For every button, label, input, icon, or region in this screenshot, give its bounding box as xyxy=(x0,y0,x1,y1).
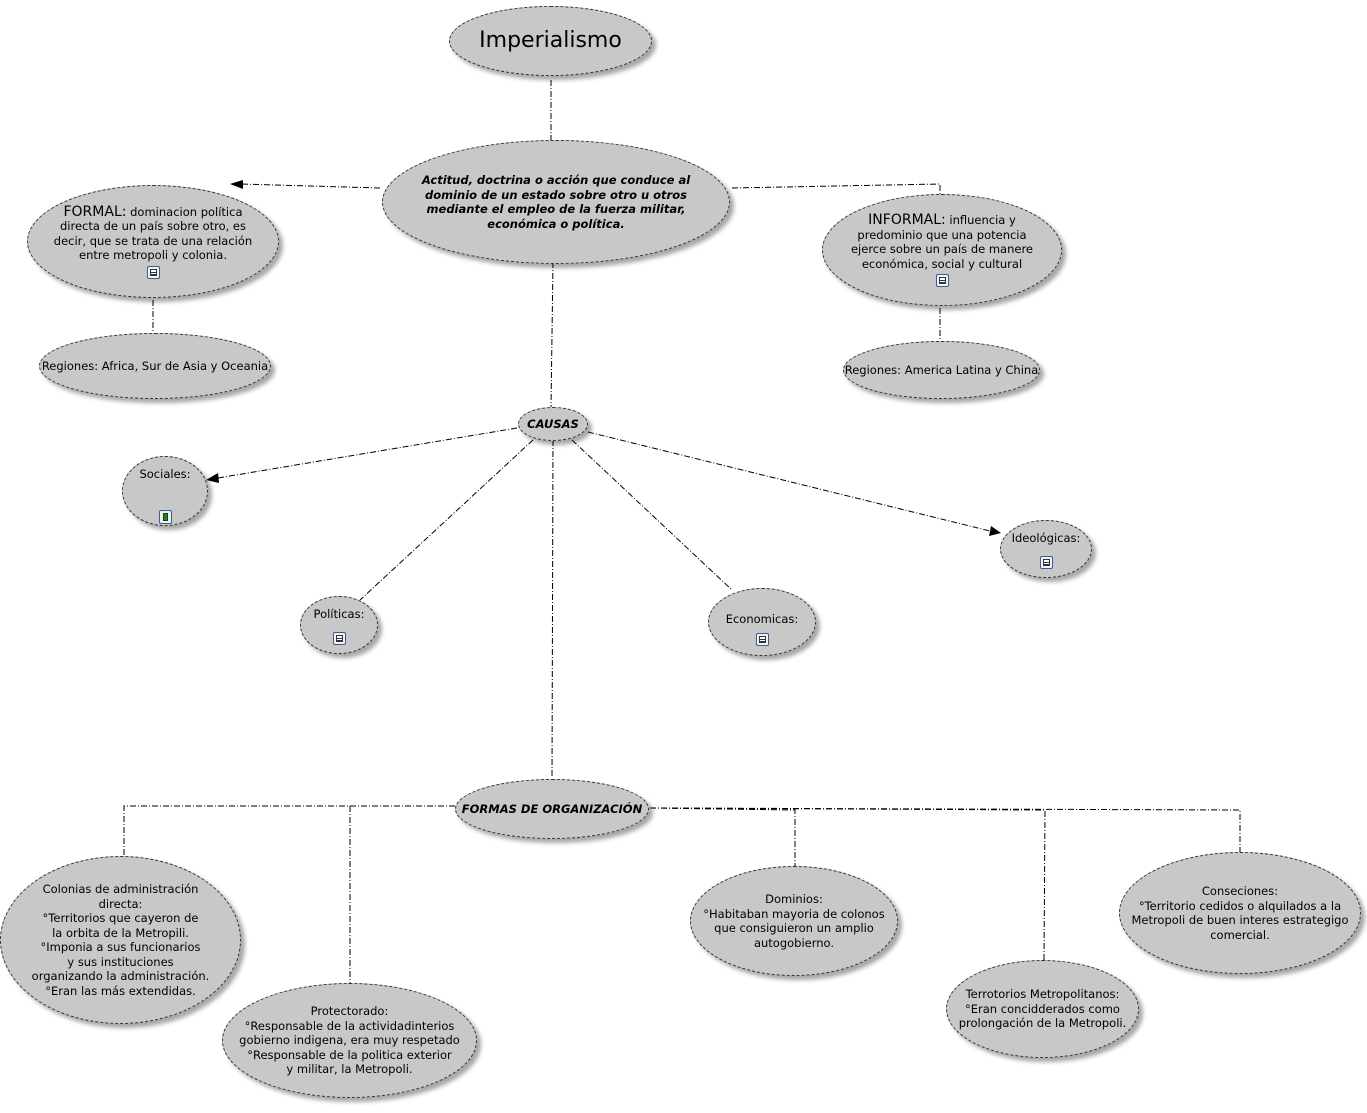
node-formal[interactable]: FORMAL: dominacion política directa de u… xyxy=(27,185,279,298)
edge-causas-sociales xyxy=(217,427,518,479)
edge-definicion-informal xyxy=(731,183,941,195)
formas-text: FORMAS DE ORGANIZACIÓN xyxy=(461,801,643,816)
arrow-ideologicas xyxy=(989,526,1001,536)
node-formas[interactable]: FORMAS DE ORGANIZACIÓN xyxy=(455,779,649,839)
colonias-text: Colonias de administración directa: °Ter… xyxy=(31,882,210,998)
formal-text: FORMAL: dominacion política directa de u… xyxy=(48,203,258,263)
formal-body: dominacion política directa de un país s… xyxy=(53,204,253,263)
regiones-formal-text: Regiones: Africa, Sur de Asia y Oceania xyxy=(41,358,269,373)
node-protectorado[interactable]: Protectorado: °Responsable de la activid… xyxy=(222,983,477,1098)
informal-text: INFORMAL: influencia y predominio que un… xyxy=(841,213,1043,271)
arrow-sociales xyxy=(206,473,219,483)
edge-causas-formas xyxy=(551,439,554,779)
document-icon[interactable] xyxy=(332,631,346,645)
protectorado-text: Protectorado: °Responsable de la activid… xyxy=(239,1004,460,1077)
document-icon[interactable] xyxy=(146,265,160,279)
node-economicas[interactable]: Economicas: xyxy=(708,588,816,656)
dominios-text: Dominios: °Habitaban mayoria de colonos … xyxy=(703,892,885,950)
regiones-informal-text: Regiones: America Latina y China xyxy=(844,362,1039,377)
document-icon[interactable] xyxy=(1039,555,1053,569)
imperialismo-title: Imperialismo xyxy=(479,28,622,53)
informal-body: influencia y predominio que una potencia… xyxy=(850,213,1034,271)
edge-causas-economicas xyxy=(571,439,733,591)
territorios-text: Terrotorios Metropolitanos: °Eran concid… xyxy=(958,987,1127,1031)
video-icon[interactable] xyxy=(158,509,172,524)
edge-definicion-causas xyxy=(550,261,554,408)
informal-heading: INFORMAL: xyxy=(868,212,946,228)
arrow-formal xyxy=(230,180,243,189)
node-informal[interactable]: INFORMAL: influencia y predominio que un… xyxy=(822,194,1062,306)
politicas-text: Políticas: xyxy=(313,607,365,621)
document-icon[interactable] xyxy=(935,274,949,287)
node-definicion[interactable]: Actitud, doctrina o acción que conduce a… xyxy=(382,140,730,264)
edge-formas-dominios xyxy=(649,807,796,868)
node-territorios[interactable]: Terrotorios Metropolitanos: °Eran concid… xyxy=(946,960,1139,1058)
node-sociales[interactable]: Sociales: xyxy=(122,456,208,526)
edge-causas-ideologicas xyxy=(587,431,991,532)
edge-definicion-formal xyxy=(239,183,381,189)
node-regiones-formal[interactable]: Regiones: Africa, Sur de Asia y Oceania xyxy=(39,333,271,399)
node-colonias[interactable]: Colonias de administración directa: °Ter… xyxy=(0,856,241,1024)
edge-causas-politicas xyxy=(359,439,534,601)
node-causas[interactable]: CAUSAS xyxy=(518,407,588,441)
edge-formas-colonias xyxy=(123,805,455,858)
node-dominios[interactable]: Dominios: °Habitaban mayoria de colonos … xyxy=(690,866,898,976)
definicion-text: Actitud, doctrina o acción que conduce a… xyxy=(421,173,691,231)
node-ideologicas[interactable]: Ideológicas: xyxy=(1000,520,1092,578)
conseciones-text: Conseciones: °Territorio cedidos o alqui… xyxy=(1131,884,1349,942)
edge-formas-conseciones xyxy=(649,807,1241,852)
causas-text: CAUSAS xyxy=(527,416,579,431)
economicas-text: Economicas: xyxy=(725,612,799,626)
node-regiones-informal[interactable]: Regiones: America Latina y China xyxy=(843,341,1040,399)
document-icon[interactable] xyxy=(755,632,769,646)
formal-heading: FORMAL: xyxy=(63,203,127,220)
sociales-text: Sociales: xyxy=(139,467,191,481)
ideologicas-text: Ideológicas: xyxy=(1011,531,1081,545)
node-politicas[interactable]: Políticas: xyxy=(300,596,378,654)
node-imperialismo[interactable]: Imperialismo xyxy=(449,6,652,76)
node-conseciones[interactable]: Conseciones: °Territorio cedidos o alqui… xyxy=(1119,852,1361,974)
